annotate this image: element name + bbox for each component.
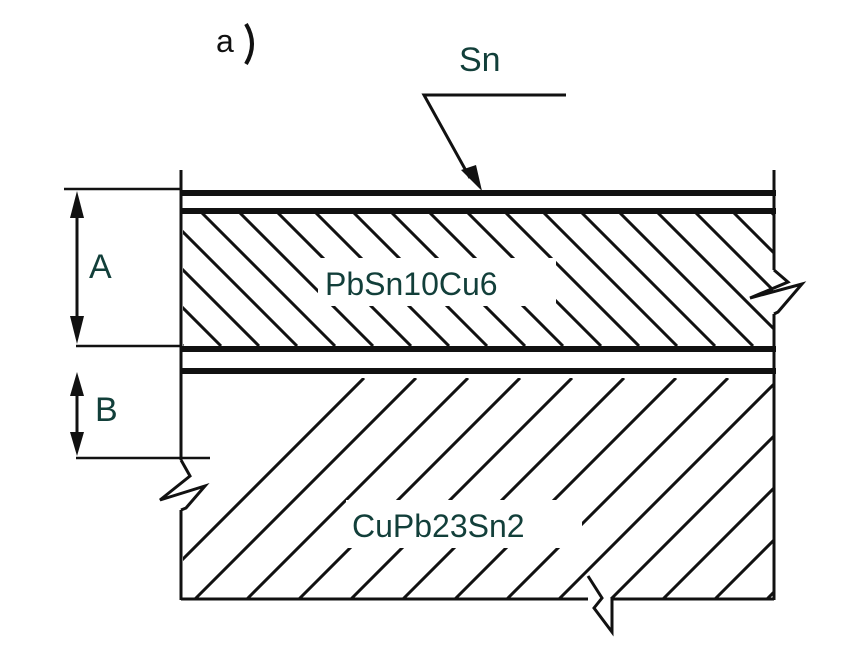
bottom-break-mark [586, 575, 614, 637]
dim-b-arrow-top [70, 372, 84, 396]
dim-b-label: B [95, 391, 118, 429]
middle-hatch-line [580, 213, 717, 346]
dim-a-arrow-top [70, 191, 84, 218]
bottom-hatch-line [183, 378, 366, 562]
middle-hatch-line [183, 305, 223, 346]
sn-label: Sn [459, 41, 501, 79]
bottom-hatch-line [557, 382, 773, 599]
bottom-hatch-line [661, 486, 773, 599]
middle-hatch-line [183, 229, 299, 346]
middle-hatch-line [504, 213, 641, 346]
bottom-hatch-line [819, 378, 860, 599]
middle-hatch-line [656, 213, 773, 331]
middle-hatch-line [618, 213, 755, 346]
dim-b-arrow-bottom [70, 432, 84, 456]
middle-layer-label: PbSn10Cu6 [325, 266, 498, 302]
subfigure-paren [244, 22, 254, 66]
middle-hatch-line [542, 213, 679, 346]
middle-hatch-line [848, 213, 860, 346]
bottom-hatch-line [505, 378, 730, 599]
middle-hatch-line [694, 213, 773, 293]
sn-leader-line [421, 93, 566, 179]
bottom-hatch-line [245, 378, 470, 599]
bottom-hatch-line [349, 378, 574, 599]
middle-hatch-line [183, 267, 261, 346]
left-break-mark [159, 459, 210, 512]
dim-a-arrow-bottom [70, 316, 84, 344]
right-break-mark [749, 268, 807, 316]
subfigure-label: a [216, 23, 234, 59]
middle-hatch-line [810, 213, 860, 346]
middle-hatch-line [732, 213, 773, 255]
bottom-hatch-line [453, 378, 678, 599]
bottom-hatch-line [713, 538, 773, 599]
bottom-hatch-line [401, 378, 626, 599]
middle-hatch-line [200, 213, 337, 346]
dim-a-label: A [89, 248, 112, 286]
bottom-hatch-line [297, 378, 522, 599]
bottom-layer-hatch [183, 378, 860, 599]
middle-hatch-line [183, 343, 185, 346]
bottom-hatch-line [765, 590, 773, 599]
middle-hatch-line [238, 213, 375, 346]
middle-label-background [318, 258, 556, 306]
bottom-hatch-line [609, 434, 773, 599]
sn-leader-arrowhead [461, 165, 482, 191]
bottom-hatch-line [193, 378, 418, 599]
bottom-label-background [346, 500, 582, 548]
bottom-layer-label: CuPb23Sn2 [352, 508, 525, 544]
